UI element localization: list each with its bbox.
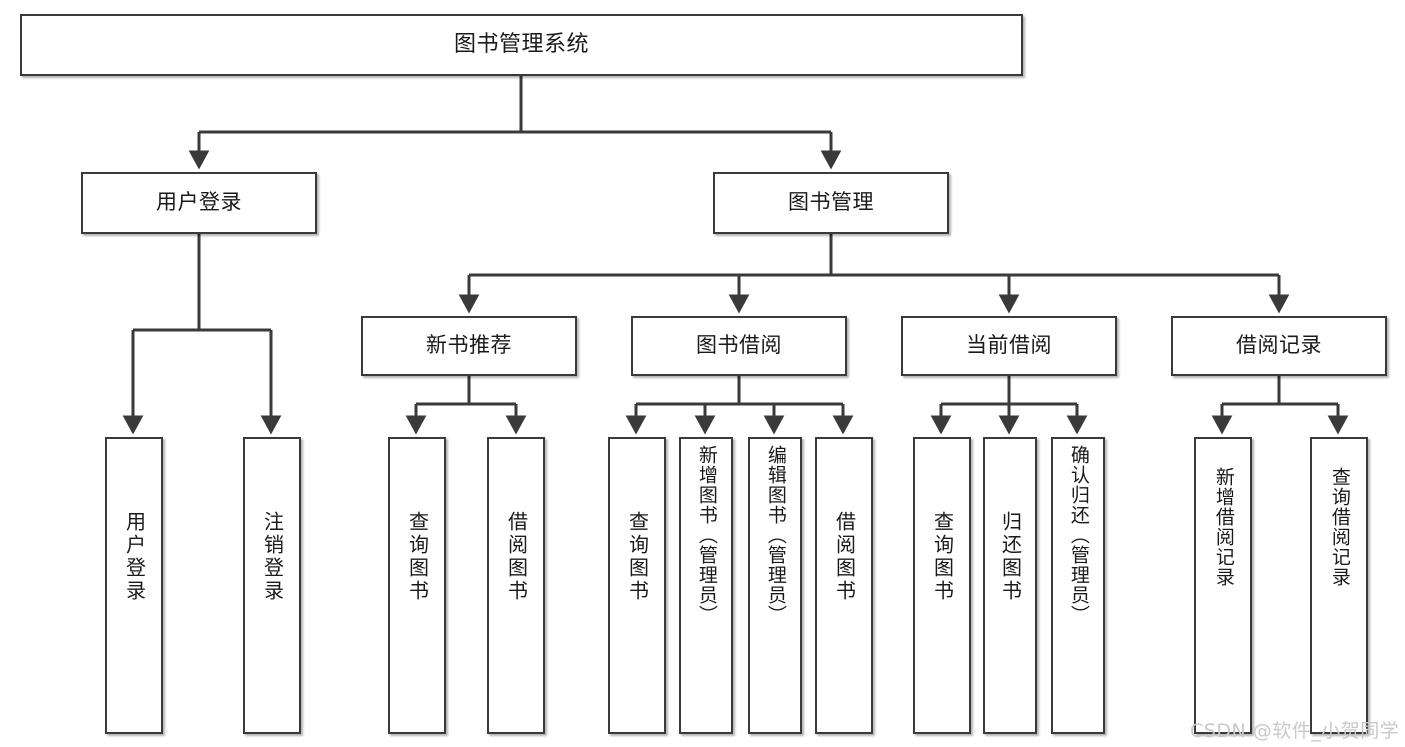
leaf-bb-query-book-label: 查询图书 [625,511,650,603]
leaf-bb-edit-book-label: 编辑图书（管理员） [764,445,787,625]
leaf-br-add-record[interactable]: 新增借阅记录 [1194,437,1252,734]
node-book-borrow-label: 图书借阅 [696,333,782,358]
leaf-bb-add-book[interactable]: 新增图书（管理员） [679,437,733,734]
leaf-br-query-record[interactable]: 查询借阅记录 [1310,437,1368,734]
csdn-watermark: CSDN @软件_小贺同学 [1190,720,1400,742]
node-root-label: 图书管理系统 [453,31,589,57]
leaf-bb-query-book[interactable]: 查询图书 [608,437,666,734]
node-borrow-record-label: 借阅记录 [1236,333,1322,358]
leaf-user-logout-label: 注销登录 [260,511,285,603]
leaf-cb-return-book[interactable]: 归还图书 [983,437,1037,734]
leaf-br-query-record-label: 查询借阅记录 [1328,467,1351,587]
node-root[interactable]: 图书管理系统 [20,14,1023,76]
leaf-cb-return-book-label: 归还图书 [998,511,1023,603]
node-book-manage-label: 图书管理 [788,190,874,215]
leaf-bb-edit-book[interactable]: 编辑图书（管理员） [748,437,802,734]
leaf-cb-confirm-return-label: 确认归还（管理员） [1067,445,1090,625]
leaf-br-add-record-label: 新增借阅记录 [1212,467,1235,587]
leaf-rec-query-book[interactable]: 查询图书 [388,437,446,734]
leaf-bb-borrow-book[interactable]: 借阅图书 [815,437,873,734]
leaf-cb-query-book-label: 查询图书 [930,511,955,603]
leaf-user-login[interactable]: 用户登录 [105,437,163,734]
node-book-borrow[interactable]: 图书借阅 [631,316,847,376]
leaf-rec-query-book-label: 查询图书 [405,511,430,603]
node-current-borrow[interactable]: 当前借阅 [901,316,1117,376]
node-user-login-label: 用户登录 [156,190,242,215]
leaf-bb-add-book-label: 新增图书（管理员） [695,445,718,625]
leaf-rec-borrow-book-label: 借阅图书 [504,511,529,603]
leaf-bb-borrow-book-label: 借阅图书 [832,511,857,603]
node-new-book-rec[interactable]: 新书推荐 [361,316,577,376]
leaf-user-logout[interactable]: 注销登录 [243,437,301,734]
node-new-book-rec-label: 新书推荐 [426,333,512,358]
leaf-cb-confirm-return[interactable]: 确认归还（管理员） [1051,437,1105,734]
node-borrow-record[interactable]: 借阅记录 [1171,316,1387,376]
node-user-login[interactable]: 用户登录 [81,172,317,234]
node-book-manage[interactable]: 图书管理 [713,172,949,234]
leaf-rec-borrow-book[interactable]: 借阅图书 [487,437,545,734]
leaf-cb-query-book[interactable]: 查询图书 [913,437,971,734]
node-current-borrow-label: 当前借阅 [966,333,1052,358]
leaf-user-login-label: 用户登录 [122,511,147,603]
